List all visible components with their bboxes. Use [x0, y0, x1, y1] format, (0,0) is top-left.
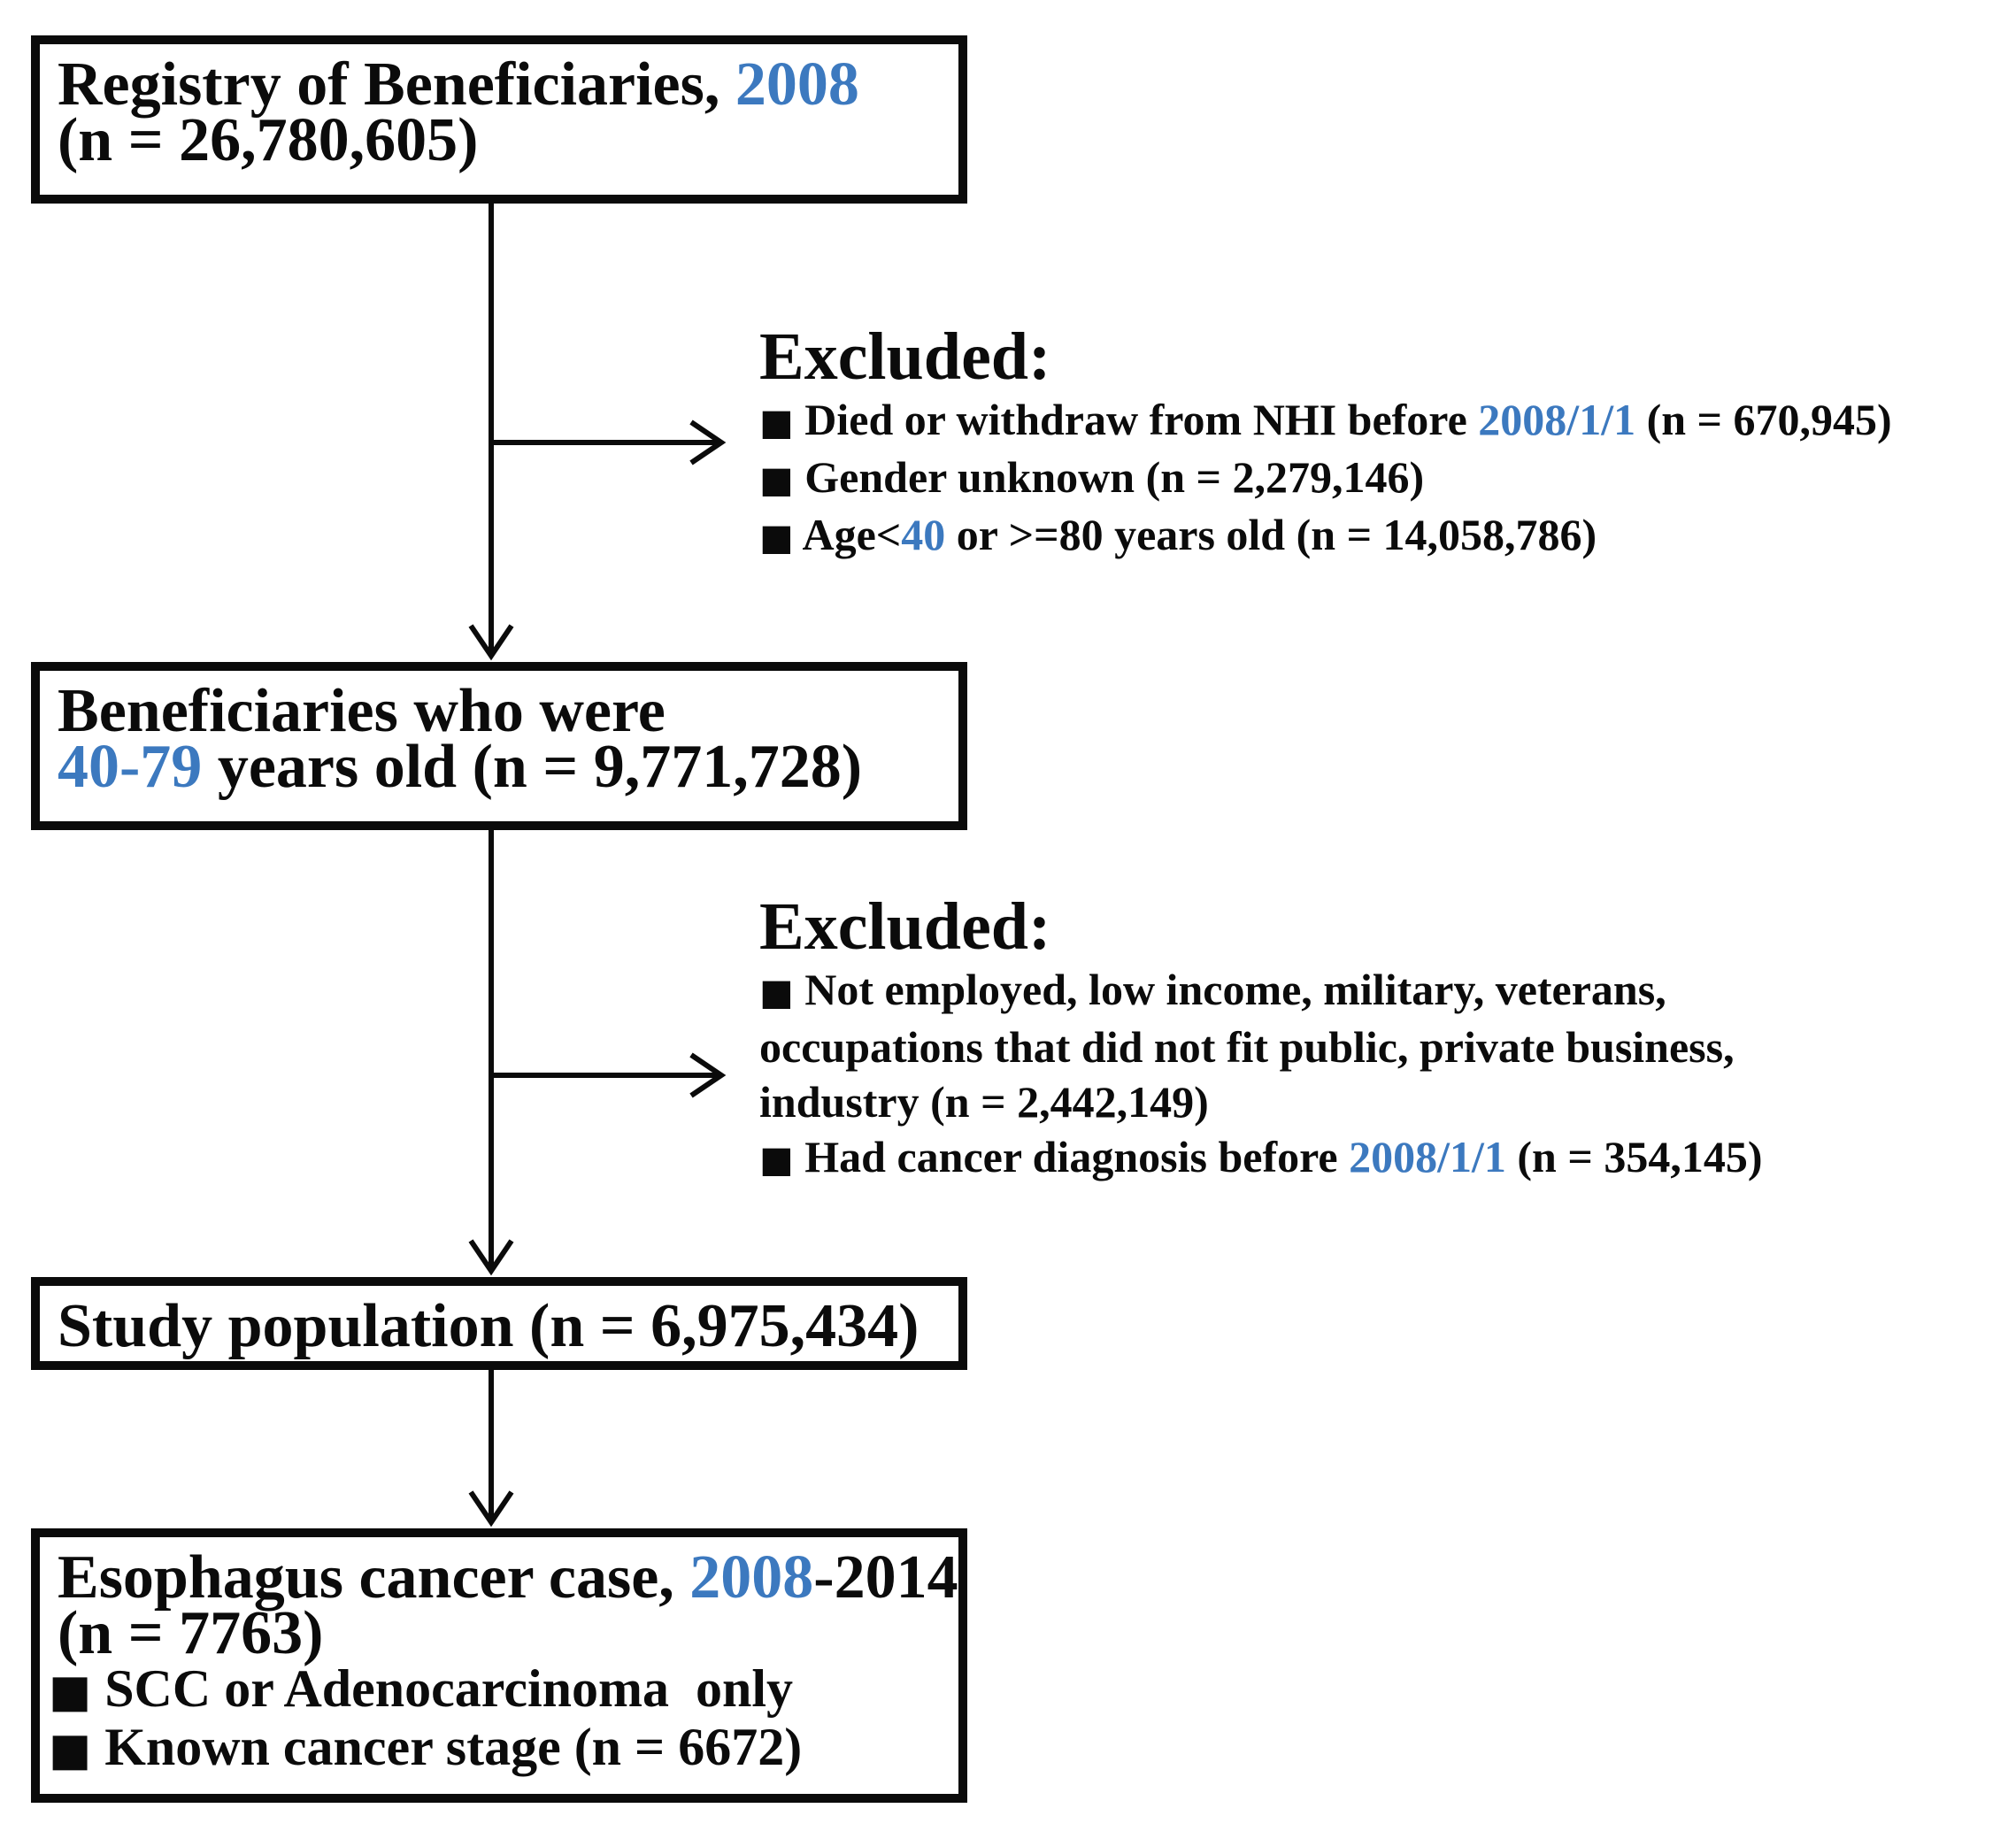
exclusion-block-1: Excluded: ■ Died or withdraw from NHI be…	[759, 321, 1892, 565]
exclusion-1-item-gender: ■ Gender unknown (n = 2,279,146)	[759, 452, 1425, 502]
beneficiaries-age-range: 40-79	[58, 733, 203, 801]
beneficiaries-n-value: years old (n = 9,771,728)	[202, 733, 863, 801]
bullet-square-icon: ■	[759, 1138, 794, 1181]
esophagus-n-value: (n = 7763)	[58, 1599, 324, 1667]
registry-n-value: (n = 26,780,605)	[58, 106, 479, 174]
exclusion-1-title: Excluded:	[759, 319, 1051, 394]
beneficiaries-line-2: 40-79 years old (n = 9,771,728)	[58, 736, 941, 798]
box-beneficiaries: Beneficiaries who were 40-79 years old (…	[31, 662, 967, 830]
exclusion-1-item-died: ■ Died or withdraw from NHI before 2008/…	[759, 395, 1892, 444]
registry-line-1: Registry of Beneficiaries, 2008	[58, 54, 941, 116]
study-population-n-value: Study population (n = 6,975,434)	[58, 1292, 920, 1360]
exclusion-2-item-employment-line-3: industry (n = 2,442,149)	[759, 1077, 1209, 1127]
beneficiaries-line-1: Beneficiaries who were	[58, 677, 666, 745]
esophagus-line-2: (n = 7763)	[58, 1603, 941, 1665]
arrow-branch-exclusion-1	[491, 419, 727, 466]
bullet-square-icon: ■	[759, 401, 794, 443]
exclusion-2-item-cancer-history: ■ Had cancer diagnosis before 2008/1/1 (…	[759, 1132, 1763, 1181]
registry-year: 2008	[735, 50, 859, 119]
exclusion-1-item-age: ■ Age<40 or >=80 years old (n = 14,058,7…	[759, 510, 1597, 559]
exclusion-2-title: Excluded:	[759, 889, 1051, 964]
box-registry: Registry of Beneficiaries, 2008 (n = 26,…	[31, 35, 967, 204]
arrow-branch-exclusion-2	[491, 1052, 727, 1098]
arrow-study-to-esophagus	[468, 1370, 514, 1527]
exclusion-2-item-employment-line-2: occupations that did not fit public, pri…	[759, 1022, 1735, 1072]
registry-line-2: (n = 26,780,605)	[58, 110, 941, 172]
box-study-population: Study population (n = 6,975,434)	[31, 1277, 967, 1370]
esophagus-bullet-histology: ■ SCC or Adenocarcinoma only	[49, 1659, 794, 1718]
bullet-square-icon: ■	[759, 458, 794, 501]
esophagus-line-1: Esophagus cancer case, 2008-2014	[58, 1543, 958, 1612]
exclusion-2-item-2-date: 2008/1/1	[1349, 1132, 1506, 1181]
box-esophagus-cancer: Esophagus cancer case, 2008-2014 (n = 77…	[31, 1528, 967, 1803]
exclusion-1-item-1-date: 2008/1/1	[1478, 395, 1636, 444]
bullet-square-icon: ■	[49, 1724, 92, 1776]
study-population-line: Study population (n = 6,975,434)	[58, 1296, 941, 1358]
esophagus-bullet-stage: ■ Known cancer stage (n = 6672)	[49, 1718, 803, 1776]
exclusion-2-item-employment-line-1: ■ Not employed, low income, military, ve…	[759, 965, 1666, 1014]
arrow-beneficiaries-to-study	[468, 830, 514, 1276]
exclusion-block-2: Excluded: ■ Not employed, low income, mi…	[759, 891, 1762, 1187]
bullet-square-icon: ■	[49, 1666, 92, 1718]
registry-title-text: Registry of Beneficiaries,	[58, 50, 735, 119]
exclusion-1-item-3-age: 40	[901, 510, 946, 559]
arrow-registry-to-beneficiaries	[468, 204, 514, 661]
bullet-square-icon: ■	[759, 516, 794, 558]
esophagus-year-start: 2008	[689, 1543, 814, 1612]
bullet-square-icon: ■	[759, 971, 794, 1013]
